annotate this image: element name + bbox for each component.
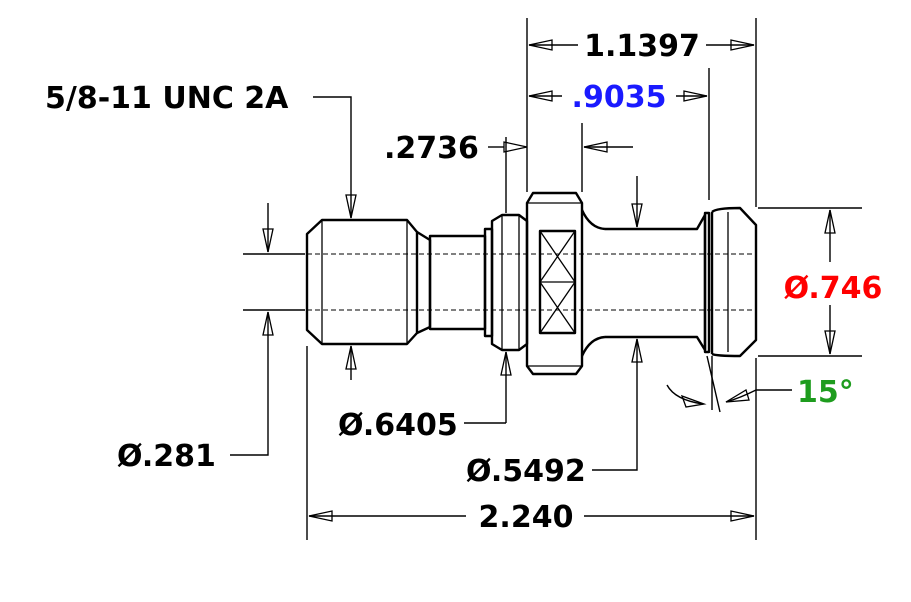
dim-overall-flange: 1.1397 — [526, 18, 757, 207]
dim-shank-diameter: Ø.5492 — [466, 176, 643, 489]
dim-label-2736: .2736 — [384, 131, 479, 166]
dim-label-9035: .9035 — [572, 80, 667, 115]
dim-shank-length: .9035 — [528, 68, 710, 200]
callout-thread: 5/8-11 UNC 2A — [45, 81, 357, 219]
dim-overall-length: 2.240 — [306, 346, 757, 540]
pull-stud-part — [305, 191, 758, 376]
dim-label-1-1397: 1.1397 — [584, 29, 700, 64]
dim-neck-diameter: Ø.6405 — [338, 345, 512, 443]
dim-label-6405: Ø.6405 — [338, 408, 458, 443]
dim-label-5492: Ø.5492 — [466, 454, 586, 489]
dim-thread-bore: Ø.281 — [117, 203, 305, 474]
dim-angle: 15° — [666, 355, 854, 413]
dim-collar-width: .2736 — [384, 123, 633, 213]
dim-label-15deg: 15° — [797, 375, 854, 410]
dim-label-746: Ø.746 — [784, 271, 883, 306]
dim-head-diameter: Ø.746 — [758, 207, 883, 357]
dim-label-281: Ø.281 — [117, 439, 216, 474]
thread-callout-label: 5/8-11 UNC 2A — [45, 81, 289, 116]
dim-label-2-240: 2.240 — [479, 500, 574, 535]
